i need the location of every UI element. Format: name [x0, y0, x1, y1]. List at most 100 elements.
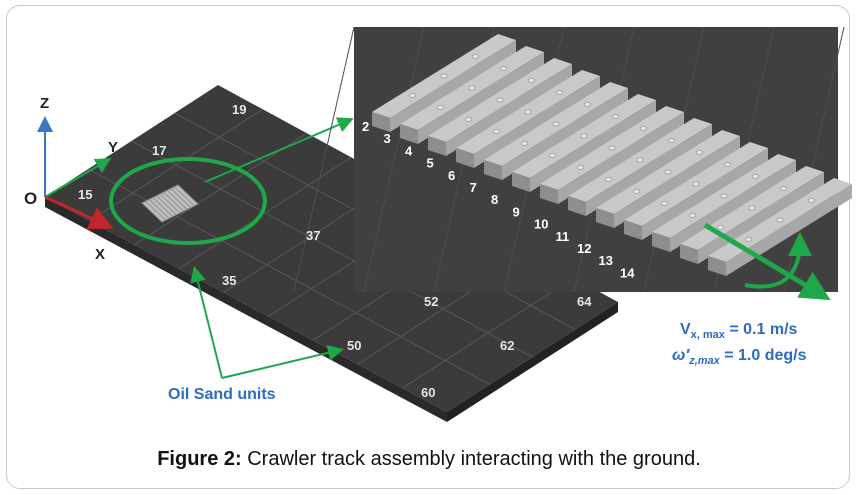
rotation-arrow [744, 232, 812, 289]
grid-line [131, 140, 533, 358]
link-bolt [468, 85, 476, 91]
link-bolt [724, 162, 731, 167]
unit-label: 60 [421, 385, 435, 400]
motion-annotation: Vx, max = 0.1 m/s ω′z,max = 1.0 deg/s [672, 321, 807, 367]
origin-label: O [24, 189, 37, 208]
link-bolt [689, 213, 696, 218]
unit-label: 15 [78, 187, 92, 202]
track-link [400, 46, 544, 144]
link-bolt [776, 217, 784, 223]
link-bolt [496, 97, 504, 103]
link-bolt [552, 121, 560, 127]
link-bolt [437, 105, 444, 110]
unit-label: 37 [306, 228, 320, 243]
track-stripe [145, 200, 166, 221]
link-bolt [664, 169, 672, 175]
oil-sand-label: Oil Sand units [168, 386, 276, 403]
track-link [428, 58, 572, 156]
caption-prefix: Figure 2: [157, 448, 242, 470]
link-number: 8 [491, 192, 498, 207]
link-number: 10 [534, 217, 548, 232]
link-number: 7 [470, 180, 477, 195]
link-bolt [748, 205, 756, 211]
zoom-arrow [204, 117, 354, 183]
link-bolt [752, 174, 759, 179]
track-stripe [148, 199, 170, 219]
velocity-symbol: V [680, 321, 691, 338]
link-number: 12 [577, 241, 591, 256]
velocity-subscript: x, max [691, 329, 726, 341]
link-number: 9 [513, 204, 520, 219]
track-link [512, 94, 656, 192]
panel-grid-line [363, 26, 425, 293]
link-bolt [549, 153, 556, 158]
track-stripe [170, 188, 192, 208]
ground-unit-labels: 19 17 15 37 35 52 64 50 62 60 [78, 102, 592, 400]
link-bolt [745, 237, 752, 242]
link-bolt [577, 165, 584, 170]
velocity-label: Vx, max = 0.1 m/s [680, 321, 798, 341]
link-bolt [780, 186, 787, 191]
track-link [456, 70, 600, 168]
link-bolt [605, 177, 612, 182]
track-stripe [152, 197, 174, 217]
link-number: 3 [384, 131, 391, 146]
link-bolt [717, 225, 724, 230]
track-stripe [166, 190, 188, 210]
link-bolt [493, 129, 500, 134]
unit-label: 19 [232, 102, 246, 117]
link-number: 4 [405, 143, 413, 158]
y-axis-label: Y [108, 139, 118, 156]
link-number: 11 [556, 229, 570, 244]
track-stripe [174, 186, 195, 207]
track-stripe [163, 191, 184, 212]
link-bolt [465, 117, 472, 122]
link-bolt [556, 90, 563, 95]
unit-label: 17 [152, 143, 166, 158]
coordinate-axes: O Z Y X [24, 95, 118, 263]
link-bolt [521, 141, 528, 146]
link-bolt [524, 109, 532, 115]
link-bolt [808, 198, 815, 203]
unit-label: 52 [424, 294, 438, 309]
oil-sand-arrow [190, 266, 223, 379]
link-bolt [692, 181, 700, 187]
track-link [652, 154, 796, 252]
x-axis [44, 195, 114, 230]
link-bolt [472, 54, 479, 59]
omega-value: = 1.0 deg/s [720, 347, 807, 364]
z-axis-label: Z [40, 95, 49, 112]
link-bolt [409, 93, 416, 98]
small-crawler-track [141, 184, 199, 223]
track-links [372, 34, 852, 276]
link-bolt [696, 150, 703, 155]
zoom-panel [293, 26, 852, 293]
link-bolt [440, 73, 448, 79]
track-stripe [159, 193, 181, 214]
link-bolt [580, 133, 588, 139]
track-link [708, 178, 852, 276]
track-link [624, 142, 768, 240]
link-number: 14 [620, 265, 635, 280]
link-bolt [640, 126, 647, 131]
track-link [484, 82, 628, 180]
x-axis-label: X [95, 246, 105, 263]
panel-grid-line [293, 26, 355, 293]
link-bolt [584, 102, 591, 107]
link-bolt [612, 114, 619, 119]
link-number: 6 [448, 168, 455, 183]
unit-label: 35 [222, 273, 236, 288]
link-number: 5 [427, 156, 434, 171]
y-axis [44, 157, 112, 198]
unit-label: 50 [347, 338, 361, 353]
link-bolt [661, 201, 668, 206]
unit-label: 62 [500, 338, 514, 353]
track-link [568, 118, 712, 216]
figure-caption: Figure 2: Crawler track assembly interac… [0, 448, 858, 471]
link-bolt [608, 145, 616, 151]
link-number: 2 [362, 119, 369, 134]
link-bolt [633, 189, 640, 194]
caption-text: Crawler track assembly interacting with … [241, 448, 701, 470]
